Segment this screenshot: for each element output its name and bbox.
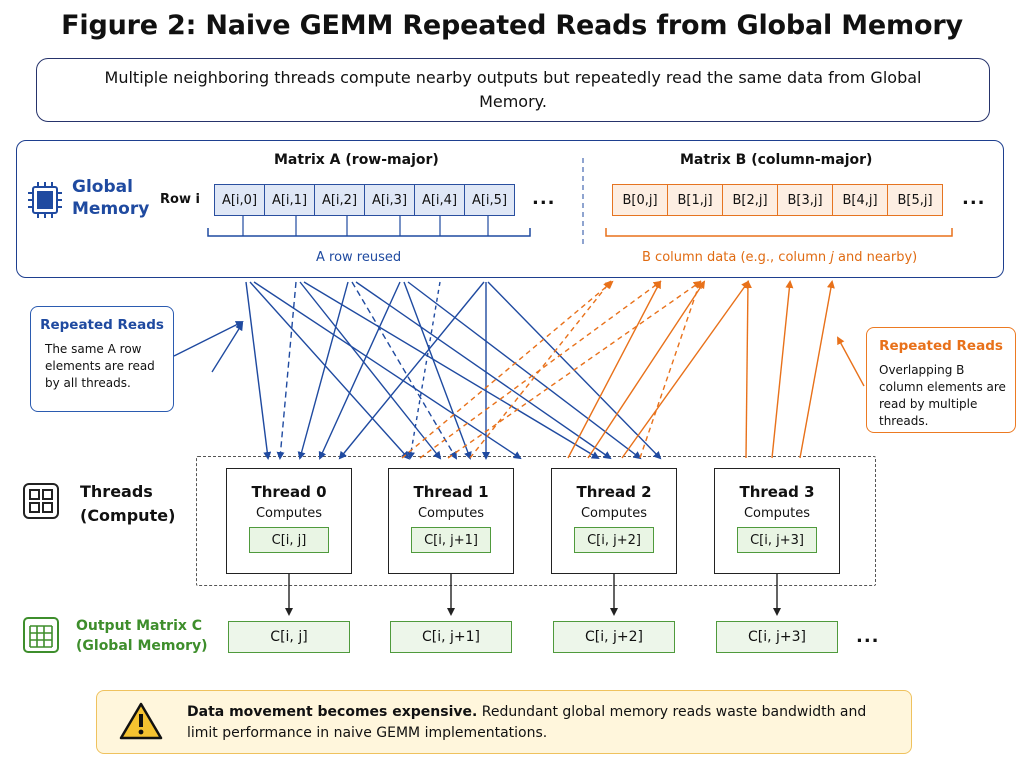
warning-box: Data movement becomes expensive. Redunda… <box>96 690 912 754</box>
matrix-b-cell: B[1,j] <box>667 184 723 216</box>
description-text: Multiple neighboring threads compute nea… <box>104 68 922 111</box>
a-row-reused-label: A row reused <box>316 250 402 265</box>
output-label-line2: (Global Memory) <box>76 638 208 654</box>
b-column-label-pre: B column data (e.g., column <box>642 250 831 265</box>
warning-body: Redundant global memory reads waste band… <box>187 704 867 741</box>
output-cell: C[i, j+2] <box>553 621 675 653</box>
matrix-a-title: Matrix A (row-major) <box>274 152 439 168</box>
thread-name: Thread 3 <box>739 483 815 501</box>
matrix-b-cell: B[0,j] <box>612 184 668 216</box>
thread-computes: Computes <box>743 506 811 521</box>
matrix-a-cell: A[i,0] <box>214 184 265 216</box>
matrix-a-cell: A[i,5] <box>464 184 515 216</box>
warning-text: Data movement becomes expensive. Redunda… <box>187 702 887 744</box>
warning-icon <box>119 702 163 740</box>
matrix-a-cell: A[i,2] <box>314 184 365 216</box>
matrix-b-cell: B[5,j] <box>887 184 943 216</box>
table-grid-icon <box>23 617 59 653</box>
thread-name: Thread 1 <box>413 483 489 501</box>
matrix-b-cell: B[3,j] <box>777 184 833 216</box>
callout-a-repeated-reads: Repeated Reads The same A row elements a… <box>30 306 174 412</box>
matrix-b-cell: B[4,j] <box>832 184 888 216</box>
thread-output-value: C[i, j+1] <box>411 527 491 553</box>
b-read-arrows <box>401 280 865 459</box>
thread-output-value: C[i, j+2] <box>574 527 654 553</box>
thread-output-value: C[i, j+3] <box>737 527 817 553</box>
thread-computes: Computes <box>417 506 485 521</box>
b-column-label-post: and nearby) <box>833 250 918 265</box>
matrix-b-cell: B[2,j] <box>722 184 778 216</box>
output-ellipsis: ... <box>856 626 880 647</box>
thread-computes: Computes <box>580 506 648 521</box>
matrix-b-ellipsis: ... <box>962 188 986 209</box>
thread-box: Thread 2 Computes C[i, j+2] <box>551 468 677 574</box>
output-cell: C[i, j+3] <box>716 621 838 653</box>
callout-b-heading: Repeated Reads <box>879 338 1003 354</box>
threads-label-line1: Threads <box>80 482 153 501</box>
matrix-a-cell: A[i,4] <box>414 184 465 216</box>
thread-computes: Computes <box>255 506 323 521</box>
callout-b-body: Overlapping B column elements are read b… <box>879 363 1006 428</box>
row-i-label: Row i <box>160 192 200 207</box>
matrix-a-ellipsis: ... <box>532 188 556 209</box>
warning-bold: Data movement becomes expensive. <box>187 704 478 720</box>
description-box: Multiple neighboring threads compute nea… <box>36 58 990 122</box>
thread-name: Thread 2 <box>576 483 652 501</box>
output-matrix-label: Output Matrix C (Global Memory) <box>76 616 208 656</box>
thread-box: Thread 0 Computes C[i, j] <box>226 468 352 574</box>
callout-a-heading: Repeated Reads <box>40 317 164 333</box>
matrix-b-title: Matrix B (column-major) <box>680 152 873 168</box>
thread-box: Thread 1 Computes C[i, j+1] <box>388 468 514 574</box>
output-label-line1: Output Matrix C <box>76 618 203 634</box>
matrix-b-row: B[0,j] B[1,j] B[2,j] B[3,j] B[4,j] B[5,j… <box>612 184 943 216</box>
thread-output-value: C[i, j] <box>249 527 329 553</box>
threads-label: Threads (Compute) <box>80 480 175 528</box>
thread-box: Thread 3 Computes C[i, j+3] <box>714 468 840 574</box>
matrix-a-cell: A[i,1] <box>264 184 315 216</box>
global-memory-label-line2: Memory <box>72 199 150 219</box>
matrix-a-row: A[i,0] A[i,1] A[i,2] A[i,3] A[i,4] A[i,5… <box>214 184 515 216</box>
output-cell: C[i, j+1] <box>390 621 512 653</box>
b-column-label-j: j <box>830 250 834 265</box>
threads-label-line2: (Compute) <box>80 506 176 525</box>
thread-name: Thread 0 <box>251 483 327 501</box>
b-column-data-label: B column data (e.g., column j and nearby… <box>642 250 917 265</box>
figure-title: Figure 2: Naive GEMM Repeated Reads from… <box>61 10 963 41</box>
callout-b-repeated-reads: Repeated Reads Overlapping B column elem… <box>866 327 1016 433</box>
global-memory-label-line1: Global <box>72 177 133 197</box>
grid-icon <box>23 483 59 519</box>
global-memory-label: Global Memory <box>72 176 149 220</box>
output-cell: C[i, j] <box>228 621 350 653</box>
matrix-a-cell: A[i,3] <box>364 184 415 216</box>
a-read-arrows <box>173 281 662 460</box>
chip-icon <box>28 182 62 218</box>
callout-a-body: The same A row elements are read by all … <box>45 342 155 390</box>
